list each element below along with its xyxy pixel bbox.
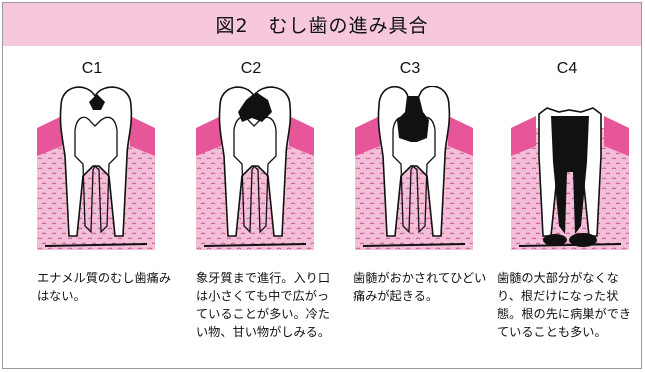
tooth-panel-c2 — [196, 86, 314, 260]
tooth-panel-c3 — [355, 86, 473, 260]
caption-c3: 歯髄がおかされてひどい痛みが起きる。 — [353, 269, 488, 305]
caption-c2: 象牙質まで進行。入り口は小さくても中で広がっていることが多い。冷たい物、甘い物が… — [196, 269, 331, 341]
tooth-panel-c1 — [37, 86, 155, 260]
caption-c1: エナメル質のむし歯痛みはない。 — [37, 269, 172, 305]
figure-title: 図2 むし歯の進み具合 — [215, 11, 428, 38]
title-bar: 図2 むし歯の進み具合 — [3, 3, 641, 46]
tooth-panel-c4 — [511, 86, 629, 260]
stage-label-c2: C2 — [221, 60, 281, 78]
caption-c4: 歯髄の大部分がなくなり、根だけになった状態。根の先に病巣ができていることも多い。 — [497, 269, 632, 341]
stage-label-c1: C1 — [62, 60, 122, 78]
stage-label-c4: C4 — [537, 60, 597, 78]
stage-label-c3: C3 — [380, 60, 440, 78]
